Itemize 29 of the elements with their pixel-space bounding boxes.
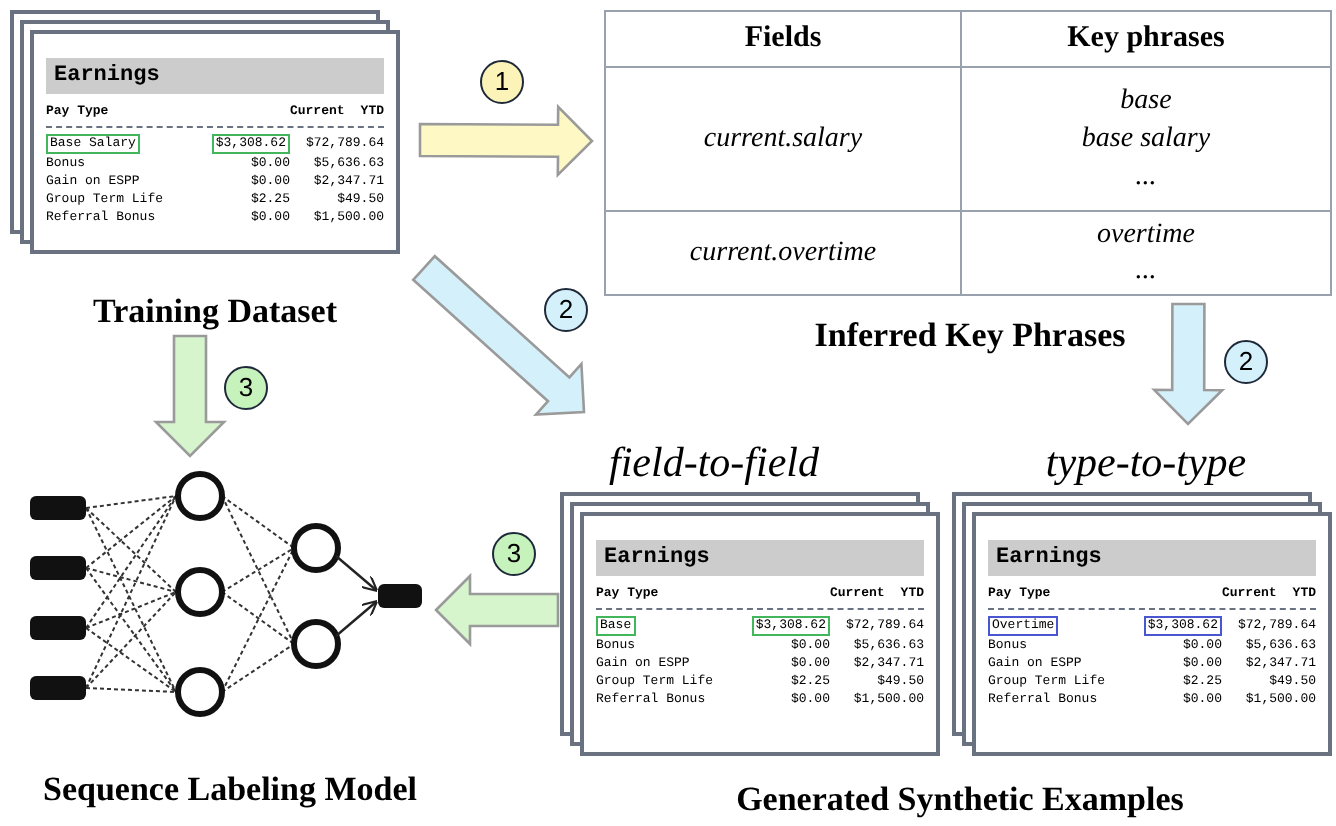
column-header: Fields bbox=[744, 20, 822, 59]
step-number: 2 bbox=[544, 288, 588, 332]
field-name: current.overtime bbox=[689, 236, 877, 272]
section-header: Earnings bbox=[596, 540, 924, 576]
block-arrow bbox=[1151, 302, 1226, 426]
step-number: 2 bbox=[1224, 340, 1268, 384]
section-caption: Generated Synthetic Examples bbox=[734, 778, 1186, 822]
variant-caption: field-to-field bbox=[607, 436, 821, 490]
block-arrow bbox=[434, 572, 560, 648]
ellipsis: ... bbox=[1135, 160, 1157, 196]
variant-caption: type-to-type bbox=[1043, 436, 1249, 490]
key-phrase: base salary bbox=[1081, 122, 1211, 158]
section-header: Earnings bbox=[46, 58, 384, 94]
step-number: 1 bbox=[480, 60, 524, 104]
section-caption: Training Dataset bbox=[91, 290, 339, 334]
step-number: 3 bbox=[492, 532, 536, 576]
field-name: current.salary bbox=[703, 122, 863, 158]
section-caption: Sequence Labeling Model bbox=[40, 768, 419, 812]
key-phrase: base bbox=[1120, 84, 1172, 120]
block-arrow bbox=[411, 254, 586, 417]
block-arrow bbox=[418, 103, 594, 178]
step-number: 3 bbox=[224, 366, 268, 410]
section-header: Earnings bbox=[988, 540, 1316, 576]
key-phrase-table bbox=[604, 10, 1332, 296]
section-caption: Inferred Key Phrases bbox=[812, 314, 1128, 358]
key-phrase: overtime bbox=[1097, 217, 1195, 253]
column-header: Key phrases bbox=[1067, 20, 1225, 59]
ellipsis: ... bbox=[1135, 253, 1157, 289]
block-arrow bbox=[152, 334, 228, 458]
